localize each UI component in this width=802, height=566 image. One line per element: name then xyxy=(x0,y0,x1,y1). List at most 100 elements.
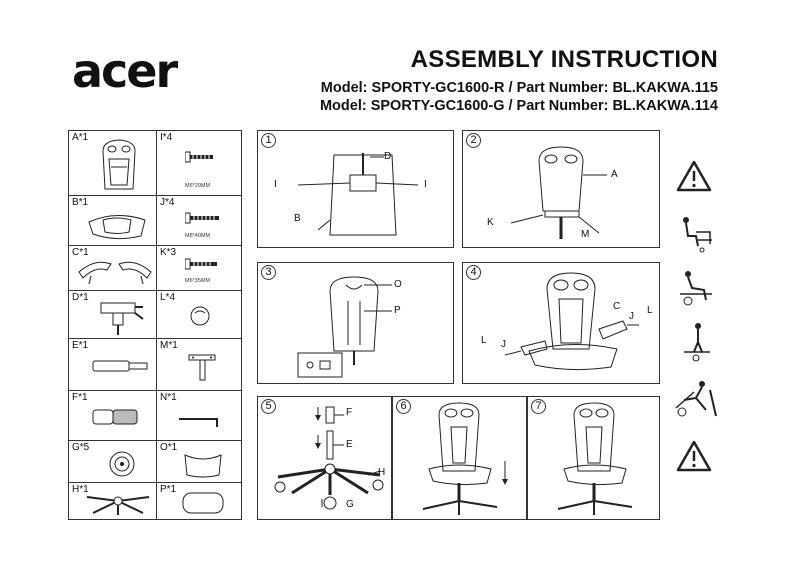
no-leaning-back-icon xyxy=(680,271,712,306)
bolt-j-illustration xyxy=(185,212,219,224)
lumbar-pillow-illustration xyxy=(182,492,224,514)
part-cell-k: K*3 M6*35MM xyxy=(157,246,243,290)
bolt-k-illustration xyxy=(185,258,217,270)
part-cell-j: J*4 M8*40MM xyxy=(157,196,243,245)
part-cell-p: P*1 xyxy=(157,483,243,520)
cap-l-illustration xyxy=(190,306,210,326)
part-cell-m: M*1 xyxy=(157,339,243,390)
part-label-h: H*1 xyxy=(72,484,89,495)
parts-row: C*1 K*3 M6*35MM xyxy=(69,246,241,291)
callout-c: C xyxy=(613,301,621,312)
bracket-m-illustration xyxy=(188,354,216,381)
part-cell-i: I*4 M6*20MM xyxy=(157,131,243,195)
step-6-panel: 6 xyxy=(392,396,527,520)
seat-backrest-illustration xyxy=(102,139,136,190)
part-label-c: C*1 xyxy=(72,247,89,258)
warning-triangle-icon xyxy=(676,160,712,192)
parts-list: A*1 I*4 M6*20MM B*1 xyxy=(68,130,242,520)
allen-key-illustration xyxy=(179,418,218,427)
part-label-o: O*1 xyxy=(160,442,178,453)
callout-j-right: J xyxy=(629,311,634,322)
step-number: 2 xyxy=(466,133,481,148)
part-cell-f: F*1 xyxy=(69,391,157,440)
part-label-a: A*1 xyxy=(72,132,89,143)
part-label-b: B*1 xyxy=(72,197,89,208)
part-label-i: I*4 xyxy=(160,132,173,143)
part-cell-a: A*1 xyxy=(69,131,157,195)
part-cell-g: G*5 xyxy=(69,441,157,482)
callout-e: E xyxy=(346,439,353,450)
part-spec-j: M8*40MM xyxy=(185,233,211,239)
step-number: 7 xyxy=(531,399,546,414)
step-5-panel: 5 F E H G xyxy=(257,396,392,520)
parts-row: E*1 M*1 xyxy=(69,339,241,391)
step-7-illustration xyxy=(557,402,633,515)
step-2-illustration xyxy=(510,146,607,239)
callout-m: M xyxy=(581,229,590,240)
parts-row: A*1 I*4 M6*20MM xyxy=(69,131,241,196)
model-line-1: Model: SPORTY-GC1600-R / Part Number: BL… xyxy=(320,80,718,96)
callout-o: O xyxy=(394,279,402,290)
no-standing-on-chair-icon xyxy=(684,323,710,362)
callout-k: K xyxy=(487,217,494,228)
part-label-l: L*4 xyxy=(160,292,176,303)
callout-p: P xyxy=(394,305,401,316)
parts-row: B*1 J*4 M8*40MM xyxy=(69,196,241,246)
part-cell-b: B*1 xyxy=(69,196,157,245)
armrests-illustration xyxy=(78,261,152,285)
parts-row: F*1 N*1 xyxy=(69,391,241,441)
callout-i-left: I xyxy=(274,179,277,190)
parts-row: G*5 O*1 xyxy=(69,441,241,483)
cover-f-illustration xyxy=(92,409,138,425)
step-4-illustration xyxy=(504,272,639,371)
part-cell-l: L*4 xyxy=(157,291,243,338)
part-label-j: J*4 xyxy=(160,197,175,208)
two-person-assembly-icon xyxy=(683,217,712,253)
acer-logo: acer xyxy=(72,44,178,98)
step-7-panel: 7 xyxy=(527,396,660,520)
step-4-panel: 4 C J L L J xyxy=(462,262,660,384)
step-number: 4 xyxy=(466,265,481,280)
callout-f: F xyxy=(346,407,353,418)
callout-d: D xyxy=(384,151,392,162)
parts-row: H*1 P*1 xyxy=(69,483,241,520)
part-cell-h: H*1 xyxy=(69,483,157,520)
callout-l-left: L xyxy=(481,335,487,346)
callout-a: A xyxy=(611,169,618,180)
no-tipping-icon xyxy=(675,381,717,417)
step-6-illustration xyxy=(422,402,508,515)
step-5-illustration xyxy=(274,406,384,510)
part-label-n: N*1 xyxy=(160,392,177,403)
star-base-illustration xyxy=(86,496,150,515)
part-label-p: P*1 xyxy=(160,484,177,495)
step-number: 6 xyxy=(396,399,411,414)
step-1-illustration xyxy=(297,153,419,236)
page-title: ASSEMBLY INSTRUCTION xyxy=(410,46,718,73)
part-spec-k: M6*35MM xyxy=(185,278,211,284)
part-cell-n: N*1 xyxy=(157,391,243,440)
callout-j-left: J xyxy=(501,339,506,350)
parts-row: D*1 L*4 xyxy=(69,291,241,339)
step-2-panel: 2 A K M xyxy=(462,130,660,248)
part-cell-o: O*1 xyxy=(157,441,243,482)
step-number: 5 xyxy=(261,399,276,414)
step-1-panel: 1 D I I B xyxy=(257,130,454,248)
seat-cushion-illustration xyxy=(88,215,146,240)
part-spec-i: M6*20MM xyxy=(185,183,211,189)
part-label-g: G*5 xyxy=(72,442,90,453)
bolt-i-illustration xyxy=(185,151,213,163)
callout-l-right: L xyxy=(647,305,653,316)
step-3-panel: 3 O P xyxy=(257,262,454,384)
gas-lift-illustration xyxy=(92,360,148,372)
mechanism-illustration xyxy=(100,302,144,335)
callout-i-right: I xyxy=(424,179,427,190)
caster-wheel-illustration xyxy=(109,451,135,477)
part-cell-d: D*1 xyxy=(69,291,157,338)
part-label-f: F*1 xyxy=(72,392,88,403)
part-label-k: K*3 xyxy=(160,247,177,258)
part-label-m: M*1 xyxy=(160,340,178,351)
part-cell-e: E*1 xyxy=(69,339,157,390)
step-3-illustration xyxy=(297,276,392,378)
headrest-pillow-illustration xyxy=(184,454,222,478)
part-cell-c: C*1 xyxy=(69,246,157,290)
